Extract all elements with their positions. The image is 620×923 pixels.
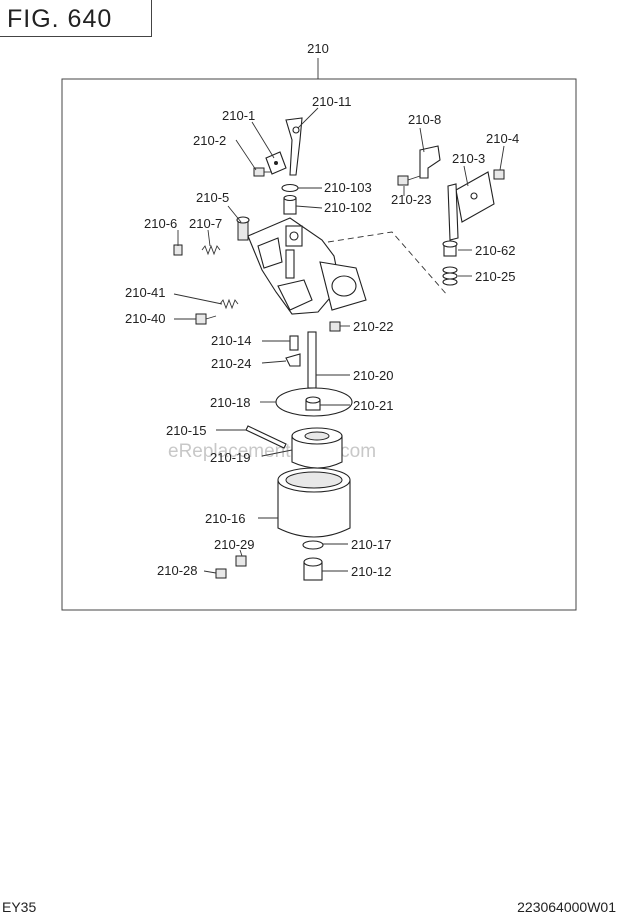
o-ring-210-103-part <box>281 183 299 193</box>
washer-210-21-part <box>305 396 321 411</box>
float-bowl-210-16-part <box>277 467 351 538</box>
label-210-102: 210-102 <box>324 200 372 215</box>
screw-210-22-part <box>329 321 341 332</box>
pin-210-15-part <box>245 425 287 449</box>
spring-210-7-part <box>201 244 221 256</box>
label-210-4: 210-4 <box>486 131 519 146</box>
label-210-16: 210-16 <box>205 511 245 526</box>
screw-210-4-part <box>493 169 505 180</box>
label-210-24: 210-24 <box>211 356 251 371</box>
label-210-14: 210-14 <box>211 333 251 348</box>
label-210-62: 210-62 <box>475 243 515 258</box>
screw-210-40-part <box>195 313 217 325</box>
label-210-22: 210-22 <box>353 319 393 334</box>
label-210-2: 210-2 <box>193 133 226 148</box>
nozzle-210-20-part <box>307 331 317 389</box>
leader-lines <box>173 107 505 574</box>
screw-210-23-part <box>397 175 421 186</box>
screw-210-5-part <box>236 216 250 241</box>
label-210-103: 210-103 <box>324 180 372 195</box>
spring-210-41-part <box>219 298 239 310</box>
label-210-5: 210-5 <box>196 190 229 205</box>
collar-210-62-part <box>442 240 458 257</box>
choke-lever-part <box>419 145 495 241</box>
screw-210-6-part <box>173 244 183 256</box>
float-210-19-part <box>291 427 343 469</box>
label-210-21: 210-21 <box>353 398 393 413</box>
model-code: EY35 <box>2 899 37 915</box>
label-210-3: 210-3 <box>452 151 485 166</box>
diagram-code: 223064000W01 <box>517 899 616 915</box>
nut-210-29-part <box>235 555 247 567</box>
figure-title-box: FIG. 640 <box>0 0 152 37</box>
screw-210-2-part <box>253 167 272 177</box>
label-210-28: 210-28 <box>157 563 197 578</box>
label-210-29: 210-29 <box>214 537 254 552</box>
label-210-8: 210-8 <box>408 112 441 127</box>
label-210-1: 210-1 <box>222 108 255 123</box>
label-210-17: 210-17 <box>351 537 391 552</box>
label-210-11: 210-11 <box>312 94 352 109</box>
assembly-label: 210 <box>307 41 329 56</box>
label-210-7: 210-7 <box>189 216 222 231</box>
label-210-25: 210-25 <box>475 269 515 284</box>
bolt-210-12-part <box>303 557 323 581</box>
clip-210-24-part <box>285 353 301 367</box>
dashed-link <box>327 231 449 297</box>
assembly-frame <box>61 78 577 611</box>
throttle-lever-part <box>265 117 303 176</box>
label-210-6: 210-6 <box>144 216 177 231</box>
label-210-23: 210-23 <box>391 192 431 207</box>
spring-210-25-part <box>442 266 458 286</box>
label-210-12: 210-12 <box>351 564 391 579</box>
label-210-41: 210-41 <box>125 285 165 300</box>
carburetor-body-part <box>247 217 367 315</box>
figure-title: FIG. 640 <box>7 5 113 33</box>
label-210-20: 210-20 <box>353 368 393 383</box>
watermark: eReplacementParts.com <box>168 441 376 462</box>
jet-210-14-part <box>289 335 299 351</box>
washer-210-17-part <box>302 540 324 550</box>
screw-210-28-part <box>215 568 227 579</box>
label-210-15: 210-15 <box>166 423 206 438</box>
bushing-210-102-part <box>283 194 297 215</box>
label-210-40: 210-40 <box>125 311 165 326</box>
label-210-18: 210-18 <box>210 395 250 410</box>
label-210-19: 210-19 <box>210 450 250 465</box>
